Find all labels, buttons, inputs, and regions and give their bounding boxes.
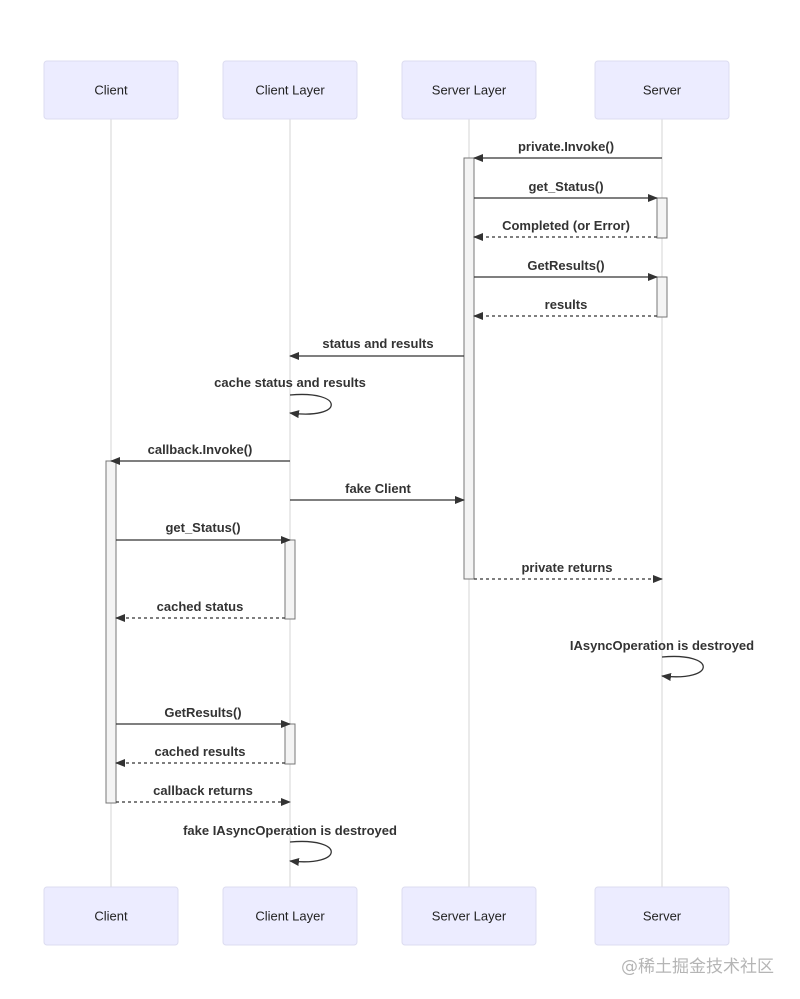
actor-server-layer-top: Server Layer bbox=[401, 60, 537, 120]
activation-server-results bbox=[656, 276, 668, 318]
actor-server-bottom: Server bbox=[594, 886, 730, 946]
actor-client-bottom: Client bbox=[43, 886, 179, 946]
actor-label: Client bbox=[94, 82, 128, 97]
activation-server-layer bbox=[463, 157, 475, 580]
message-label: callback returns bbox=[153, 783, 253, 798]
watermark: @稀土掘金技术社区 bbox=[621, 957, 774, 977]
message-label: results bbox=[545, 297, 588, 312]
actor-client-layer-top: Client Layer bbox=[222, 60, 358, 120]
message-label: cached status bbox=[157, 599, 244, 614]
message-label: private returns bbox=[521, 560, 612, 575]
self-message-arrow bbox=[289, 393, 332, 419]
message-label: IAsyncOperation is destroyed bbox=[570, 638, 754, 653]
activation-client-layer-results bbox=[284, 723, 296, 765]
actor-label: Client Layer bbox=[255, 908, 325, 923]
message-label: Completed (or Error) bbox=[502, 218, 630, 233]
message-label: cache status and results bbox=[214, 375, 366, 390]
message-label: status and results bbox=[322, 336, 433, 351]
message-label: fake IAsyncOperation is destroyed bbox=[183, 823, 397, 838]
self-message-arrow bbox=[661, 655, 704, 681]
message-label: fake Client bbox=[345, 481, 411, 496]
actor-server-top: Server bbox=[594, 60, 730, 120]
self-message-arrow bbox=[289, 840, 332, 866]
message-label: callback.Invoke() bbox=[148, 442, 253, 457]
message-label: GetResults() bbox=[164, 705, 241, 720]
actor-client-top: Client bbox=[43, 60, 179, 120]
message-label: GetResults() bbox=[527, 258, 604, 273]
actor-label: Server bbox=[643, 908, 682, 923]
actor-server-layer-bottom: Server Layer bbox=[401, 886, 537, 946]
actor-client-layer-bottom: Client Layer bbox=[222, 886, 358, 946]
message-label: private.Invoke() bbox=[518, 139, 614, 154]
actor-label: Server Layer bbox=[432, 82, 507, 97]
actor-label: Client bbox=[94, 908, 128, 923]
actor-label: Client Layer bbox=[255, 82, 325, 97]
activation-client-layer-status bbox=[284, 539, 296, 620]
message-label: get_Status() bbox=[165, 520, 240, 535]
actor-label: Server Layer bbox=[432, 908, 507, 923]
message-label: cached results bbox=[154, 744, 245, 759]
message-label: get_Status() bbox=[528, 179, 603, 194]
activation-client bbox=[105, 460, 117, 804]
actor-label: Server bbox=[643, 82, 682, 97]
activation-server-status bbox=[656, 197, 668, 239]
